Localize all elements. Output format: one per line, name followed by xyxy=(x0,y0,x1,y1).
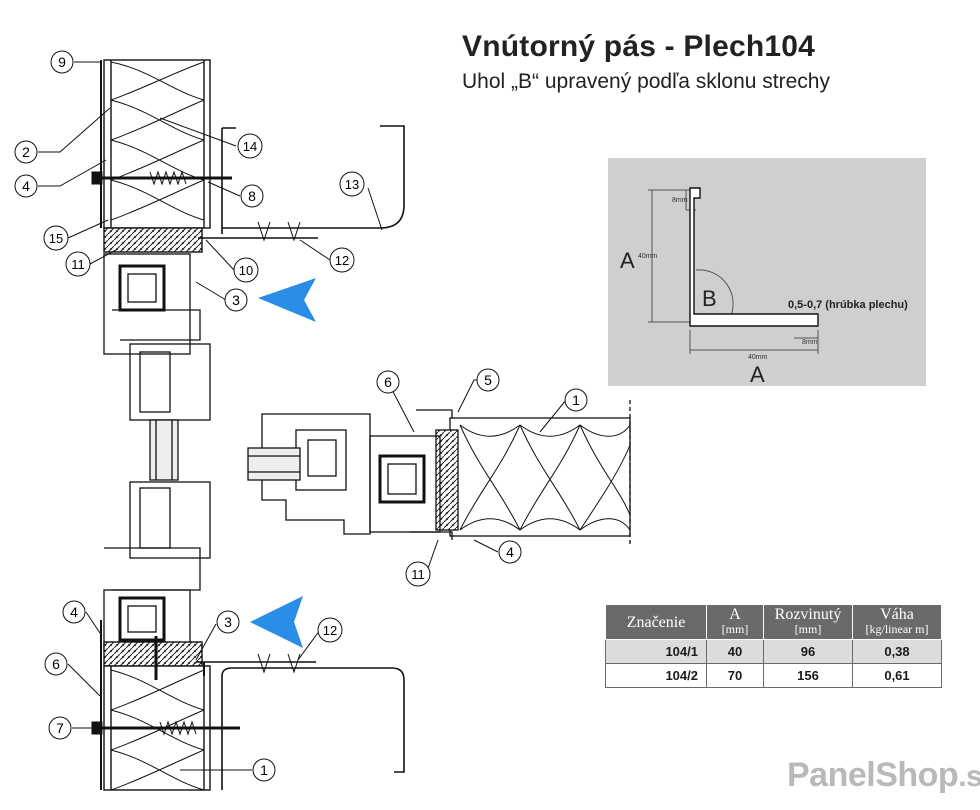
svg-text:3: 3 xyxy=(224,614,232,630)
callout-1-bottom: 1 xyxy=(252,758,276,782)
callout-6-right: 6 xyxy=(376,370,400,394)
svg-text:1: 1 xyxy=(572,392,580,408)
header-cell: A[mm] xyxy=(706,604,764,640)
table-cell: 156 xyxy=(763,663,853,688)
callout-8: 8 xyxy=(240,184,264,208)
callout-4-bottom: 4 xyxy=(62,600,86,624)
svg-text:12: 12 xyxy=(323,623,337,638)
svg-text:6: 6 xyxy=(52,656,60,672)
profile-detail-panel: 8mm 40mm 40mm 8mm A A B 0,5-0,7 (hrúbka … xyxy=(608,158,926,387)
top-flashing xyxy=(198,125,405,242)
top-pointer-arrow xyxy=(258,278,316,322)
table-cell: 104/1 xyxy=(605,639,707,664)
callout-4-top: 4 xyxy=(14,174,38,198)
table-header-row: Značenie A[mm] Rozvinutý[mm] Váha[kg/lin… xyxy=(605,604,942,640)
callout-10: 10 xyxy=(233,257,259,283)
svg-text:9: 9 xyxy=(58,54,66,70)
window-profile-left xyxy=(103,253,211,651)
callout-2: 2 xyxy=(14,140,38,164)
callout-5: 5 xyxy=(476,368,500,392)
callout-3-bottom: 3 xyxy=(216,610,240,634)
svg-text:10: 10 xyxy=(239,263,253,278)
svg-text:5: 5 xyxy=(484,372,492,388)
table-cell: 40 xyxy=(706,639,764,664)
brand-logo: PanelShop.sk xyxy=(787,756,980,794)
callout-15: 15 xyxy=(43,225,69,251)
dim-8mm-top: 8mm xyxy=(672,197,688,204)
dimensions-table: Značenie A[mm] Rozvinutý[mm] Váha[kg/lin… xyxy=(605,604,942,688)
callout-11-right: 11 xyxy=(405,561,431,587)
bottom-seal-foam xyxy=(103,641,203,667)
svg-text:4: 4 xyxy=(506,544,514,560)
label-a-bottom: A xyxy=(750,362,765,386)
callout-9: 9 xyxy=(50,50,74,74)
callout-12-bottom: 12 xyxy=(317,617,343,643)
table-cell: 96 xyxy=(763,639,853,664)
table-row: 104/1 40 96 0,38 xyxy=(605,639,942,664)
header-cell: Rozvinutý[mm] xyxy=(763,604,853,640)
svg-text:6: 6 xyxy=(384,374,392,390)
svg-text:4: 4 xyxy=(70,604,78,620)
dim-8mm-bottom: 8mm xyxy=(802,339,818,346)
callout-14: 14 xyxy=(237,133,263,159)
callout-1-right: 1 xyxy=(564,388,588,412)
callout-3-top: 3 xyxy=(224,288,248,312)
thickness-label: 0,5-0,7 (hrúbka plechu) xyxy=(788,299,908,311)
svg-text:11: 11 xyxy=(71,257,85,272)
table-cell: 0,61 xyxy=(852,663,942,688)
callout-11-top: 11 xyxy=(65,251,91,277)
callout-4-right: 4 xyxy=(498,540,522,564)
header-cell: Značenie xyxy=(605,604,707,640)
svg-text:2: 2 xyxy=(22,144,30,160)
table-cell: 104/2 xyxy=(605,663,707,688)
profile-detail-drawing: 8mm 40mm 40mm 8mm A A B 0,5-0,7 (hrúbka … xyxy=(620,187,908,387)
svg-text:15: 15 xyxy=(49,231,63,246)
header-cell: Váha[kg/linear m] xyxy=(852,604,942,640)
dim-40mm-vertical: 40mm xyxy=(638,253,658,260)
bottom-pointer-arrow xyxy=(250,596,303,648)
bottom-flashing xyxy=(154,636,405,790)
svg-text:4: 4 xyxy=(22,178,30,194)
table-cell: 0,38 xyxy=(852,639,942,664)
top-seal-foam xyxy=(103,227,203,253)
callout-13: 13 xyxy=(339,171,365,197)
svg-text:8: 8 xyxy=(248,188,256,204)
top-wall-panel xyxy=(100,59,211,229)
svg-text:11: 11 xyxy=(411,567,425,582)
page-title: Vnútorný pás - Plech104 xyxy=(462,30,816,63)
callout-6-bottom: 6 xyxy=(44,652,68,676)
callout-7: 7 xyxy=(48,716,72,740)
page-subtitle: Uhol „B“ upravený podľa sklonu strechy xyxy=(462,70,830,93)
callout-12-top: 12 xyxy=(329,247,355,273)
svg-text:13: 13 xyxy=(345,177,359,192)
svg-text:1: 1 xyxy=(260,762,268,778)
top-screw xyxy=(91,170,232,186)
label-b: B xyxy=(702,286,717,311)
dim-40mm-horizontal: 40mm xyxy=(748,354,768,361)
svg-text:12: 12 xyxy=(335,253,349,268)
label-a-left: A xyxy=(620,248,635,273)
horizontal-section xyxy=(247,400,631,545)
svg-text:7: 7 xyxy=(56,720,64,736)
svg-text:3: 3 xyxy=(232,292,240,308)
svg-text:14: 14 xyxy=(243,139,257,154)
table-row: 104/2 70 156 0,61 xyxy=(605,663,942,688)
table-cell: 70 xyxy=(706,663,764,688)
